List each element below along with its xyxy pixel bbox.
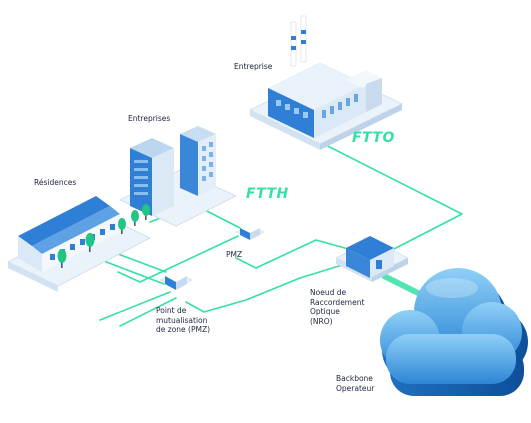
label-entreprise: Entreprise	[234, 62, 273, 71]
label-residences: Résidences	[34, 178, 77, 187]
label-backbone-line-2: Operateur	[336, 383, 375, 393]
label-nro: Noeud de Raccordement Optique (NRO)	[310, 288, 364, 326]
label-nro-line-4: (NRO)	[310, 316, 333, 326]
label-nro-line-2: Raccordement	[310, 297, 365, 307]
nro-building	[335, 236, 409, 282]
fiber-lines	[79, 131, 463, 327]
pmz-zone-box	[159, 270, 193, 290]
label-ftto: FTTO	[352, 130, 395, 146]
office-towers	[119, 126, 237, 227]
label-pmz-zone-line-1: Point de	[156, 306, 187, 315]
backbone-cloud	[380, 268, 528, 396]
ftto-line	[299, 131, 463, 251]
residential-buildings	[7, 196, 151, 292]
label-nro-line-1: Noeud de	[310, 288, 347, 297]
label-pmz-zone: Point de mutualisation de zone (PMZ)	[156, 306, 210, 335]
label-ftth: FTTH	[246, 186, 289, 202]
pmz-zone-to-residence-line-4	[119, 297, 177, 327]
pmz-to-residence-line-1	[117, 235, 239, 283]
nro-to-pmz-zone-line	[185, 261, 353, 313]
pmz-zone-to-residence-line-3	[99, 291, 171, 321]
label-pmz-zone-line-3: de zone (PMZ)	[156, 325, 211, 334]
nro-to-pmz-line	[235, 239, 353, 269]
label-pmz: PMZ	[226, 250, 243, 259]
label-entreprises: Entreprises	[128, 114, 171, 123]
pmz-box	[235, 223, 265, 240]
pmz-zone-to-residence-line-1	[117, 253, 167, 273]
label-pmz-zone-line-2: mutualisation	[156, 315, 208, 325]
factory-building	[249, 15, 403, 150]
label-backbone-line-1: Backbone	[336, 374, 373, 383]
label-nro-line-3: Optique	[310, 307, 340, 316]
label-backbone: Backbone Operateur	[336, 374, 374, 393]
